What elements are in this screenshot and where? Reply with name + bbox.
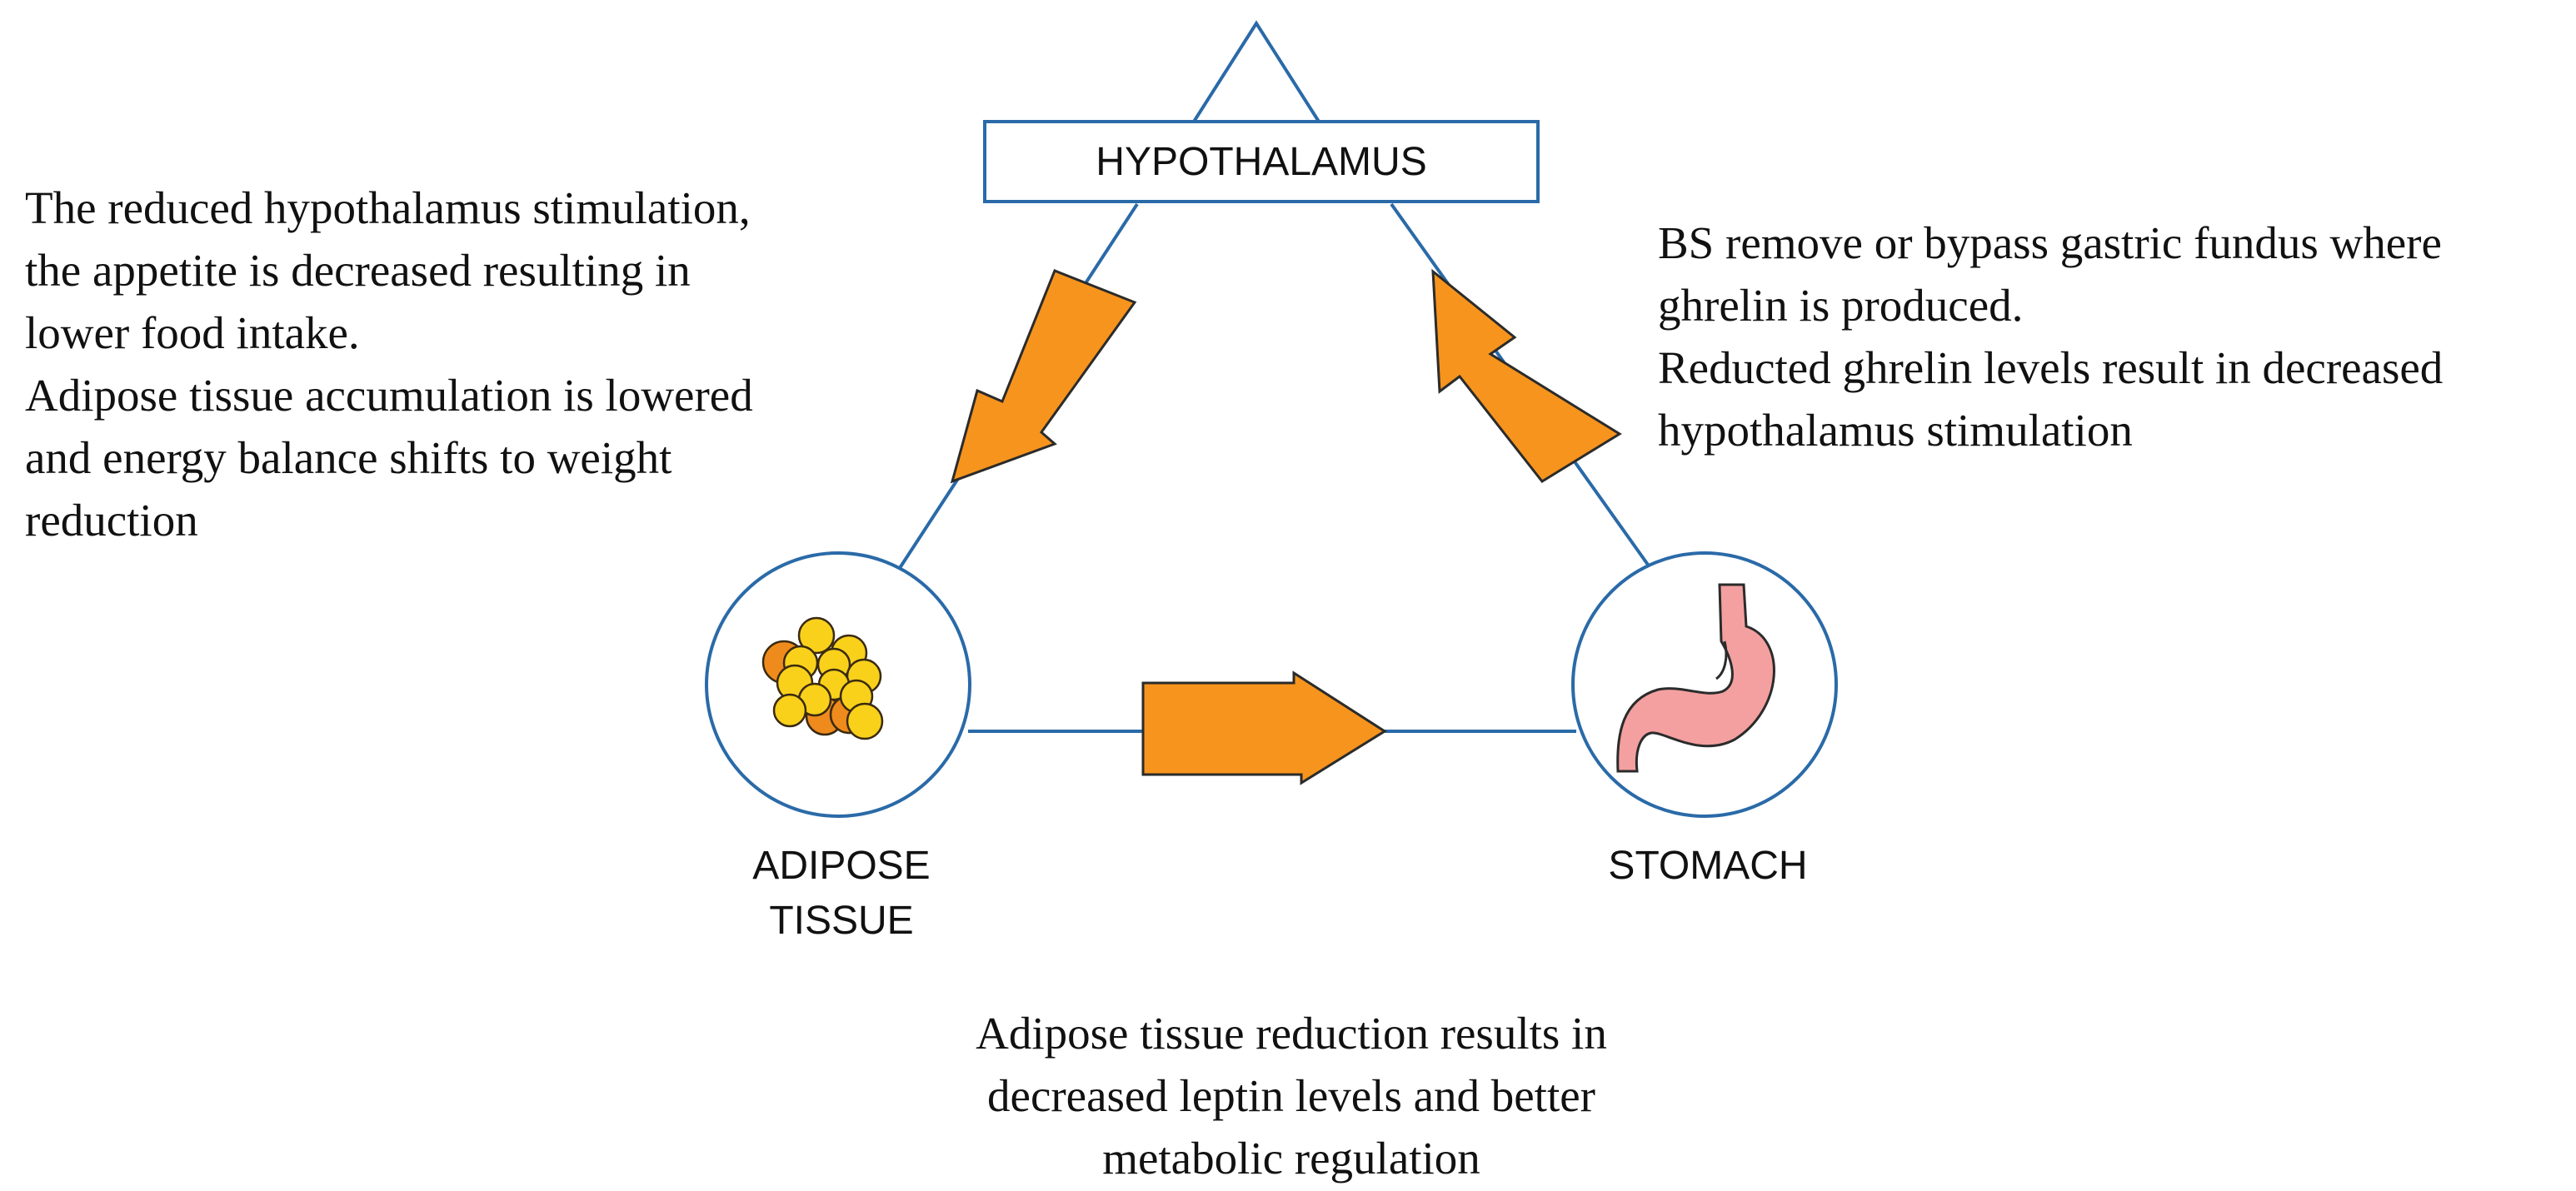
stomach-label: STOMACH	[1608, 844, 1808, 888]
stomach-circle	[1571, 551, 1838, 818]
annotation-bottom-line: decreased leptin levels and better	[987, 1070, 1595, 1121]
annotation-left: The reduced hypothalamus stimulation, th…	[25, 177, 753, 551]
stomach-icon	[1616, 583, 1775, 773]
arrow-to-adipose	[950, 269, 1137, 484]
annotation-right-line: ghrelin is produced.	[1658, 280, 2024, 331]
annotation-left-line: Adipose tissue accumulation is lowered	[25, 370, 753, 421]
adipose-label-line-2: TISSUE	[769, 899, 914, 943]
annotation-left-line: lower food intake.	[25, 307, 360, 358]
annotation-right: BS remove or bypass gastric fundus where…	[1658, 212, 2443, 461]
arrow-to-stomach	[1141, 670, 1387, 785]
annotation-bottom-line: Adipose tissue reduction results in	[976, 1008, 1607, 1059]
annotation-bottom: Adipose tissue reduction results in decr…	[933, 1002, 1650, 1189]
annotation-right-line: BS remove or bypass gastric fundus where	[1658, 217, 2442, 268]
hypothalamus-label: HYPOTHALAMUS	[1096, 140, 1427, 184]
adipose-tissue-label: ADIPOSE TISSUE	[700, 839, 983, 949]
annotation-left-line: The reduced hypothalamus stimulation,	[25, 182, 751, 233]
arrows	[950, 268, 1622, 785]
adipose-label-line-1: ADIPOSE	[752, 844, 931, 888]
fat-cells-icon	[761, 616, 884, 740]
triangle-apex	[1192, 20, 1320, 123]
annotation-left-line: reduction	[25, 495, 198, 546]
annotation-left-line: and energy balance shifts to weight	[25, 432, 672, 483]
annotation-right-line: hypothalamus stimulation	[1658, 405, 2133, 456]
annotation-bottom-line: metabolic regulation	[1102, 1133, 1480, 1184]
annotation-right-line: Reducted ghrelin levels result in decrea…	[1658, 342, 2444, 393]
annotation-left-line: the appetite is decreased resulting in	[25, 245, 691, 296]
hypothalamus-box	[983, 120, 1540, 203]
arrow-to-hypothalamus	[1431, 268, 1622, 483]
